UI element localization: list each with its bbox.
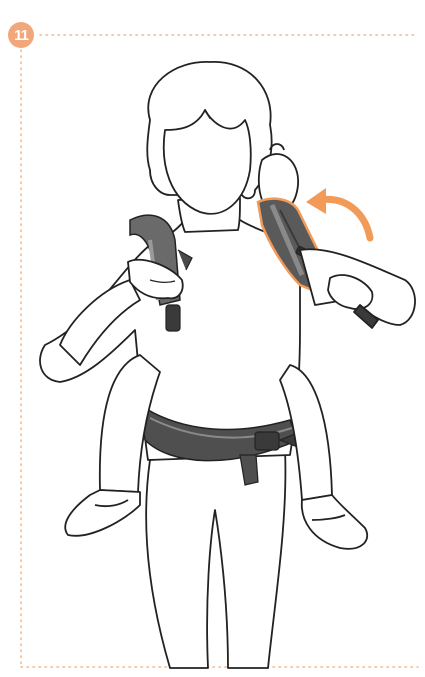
adult-figure [40, 62, 300, 668]
curved-arrow-icon [306, 188, 370, 238]
right-arm [300, 249, 415, 328]
